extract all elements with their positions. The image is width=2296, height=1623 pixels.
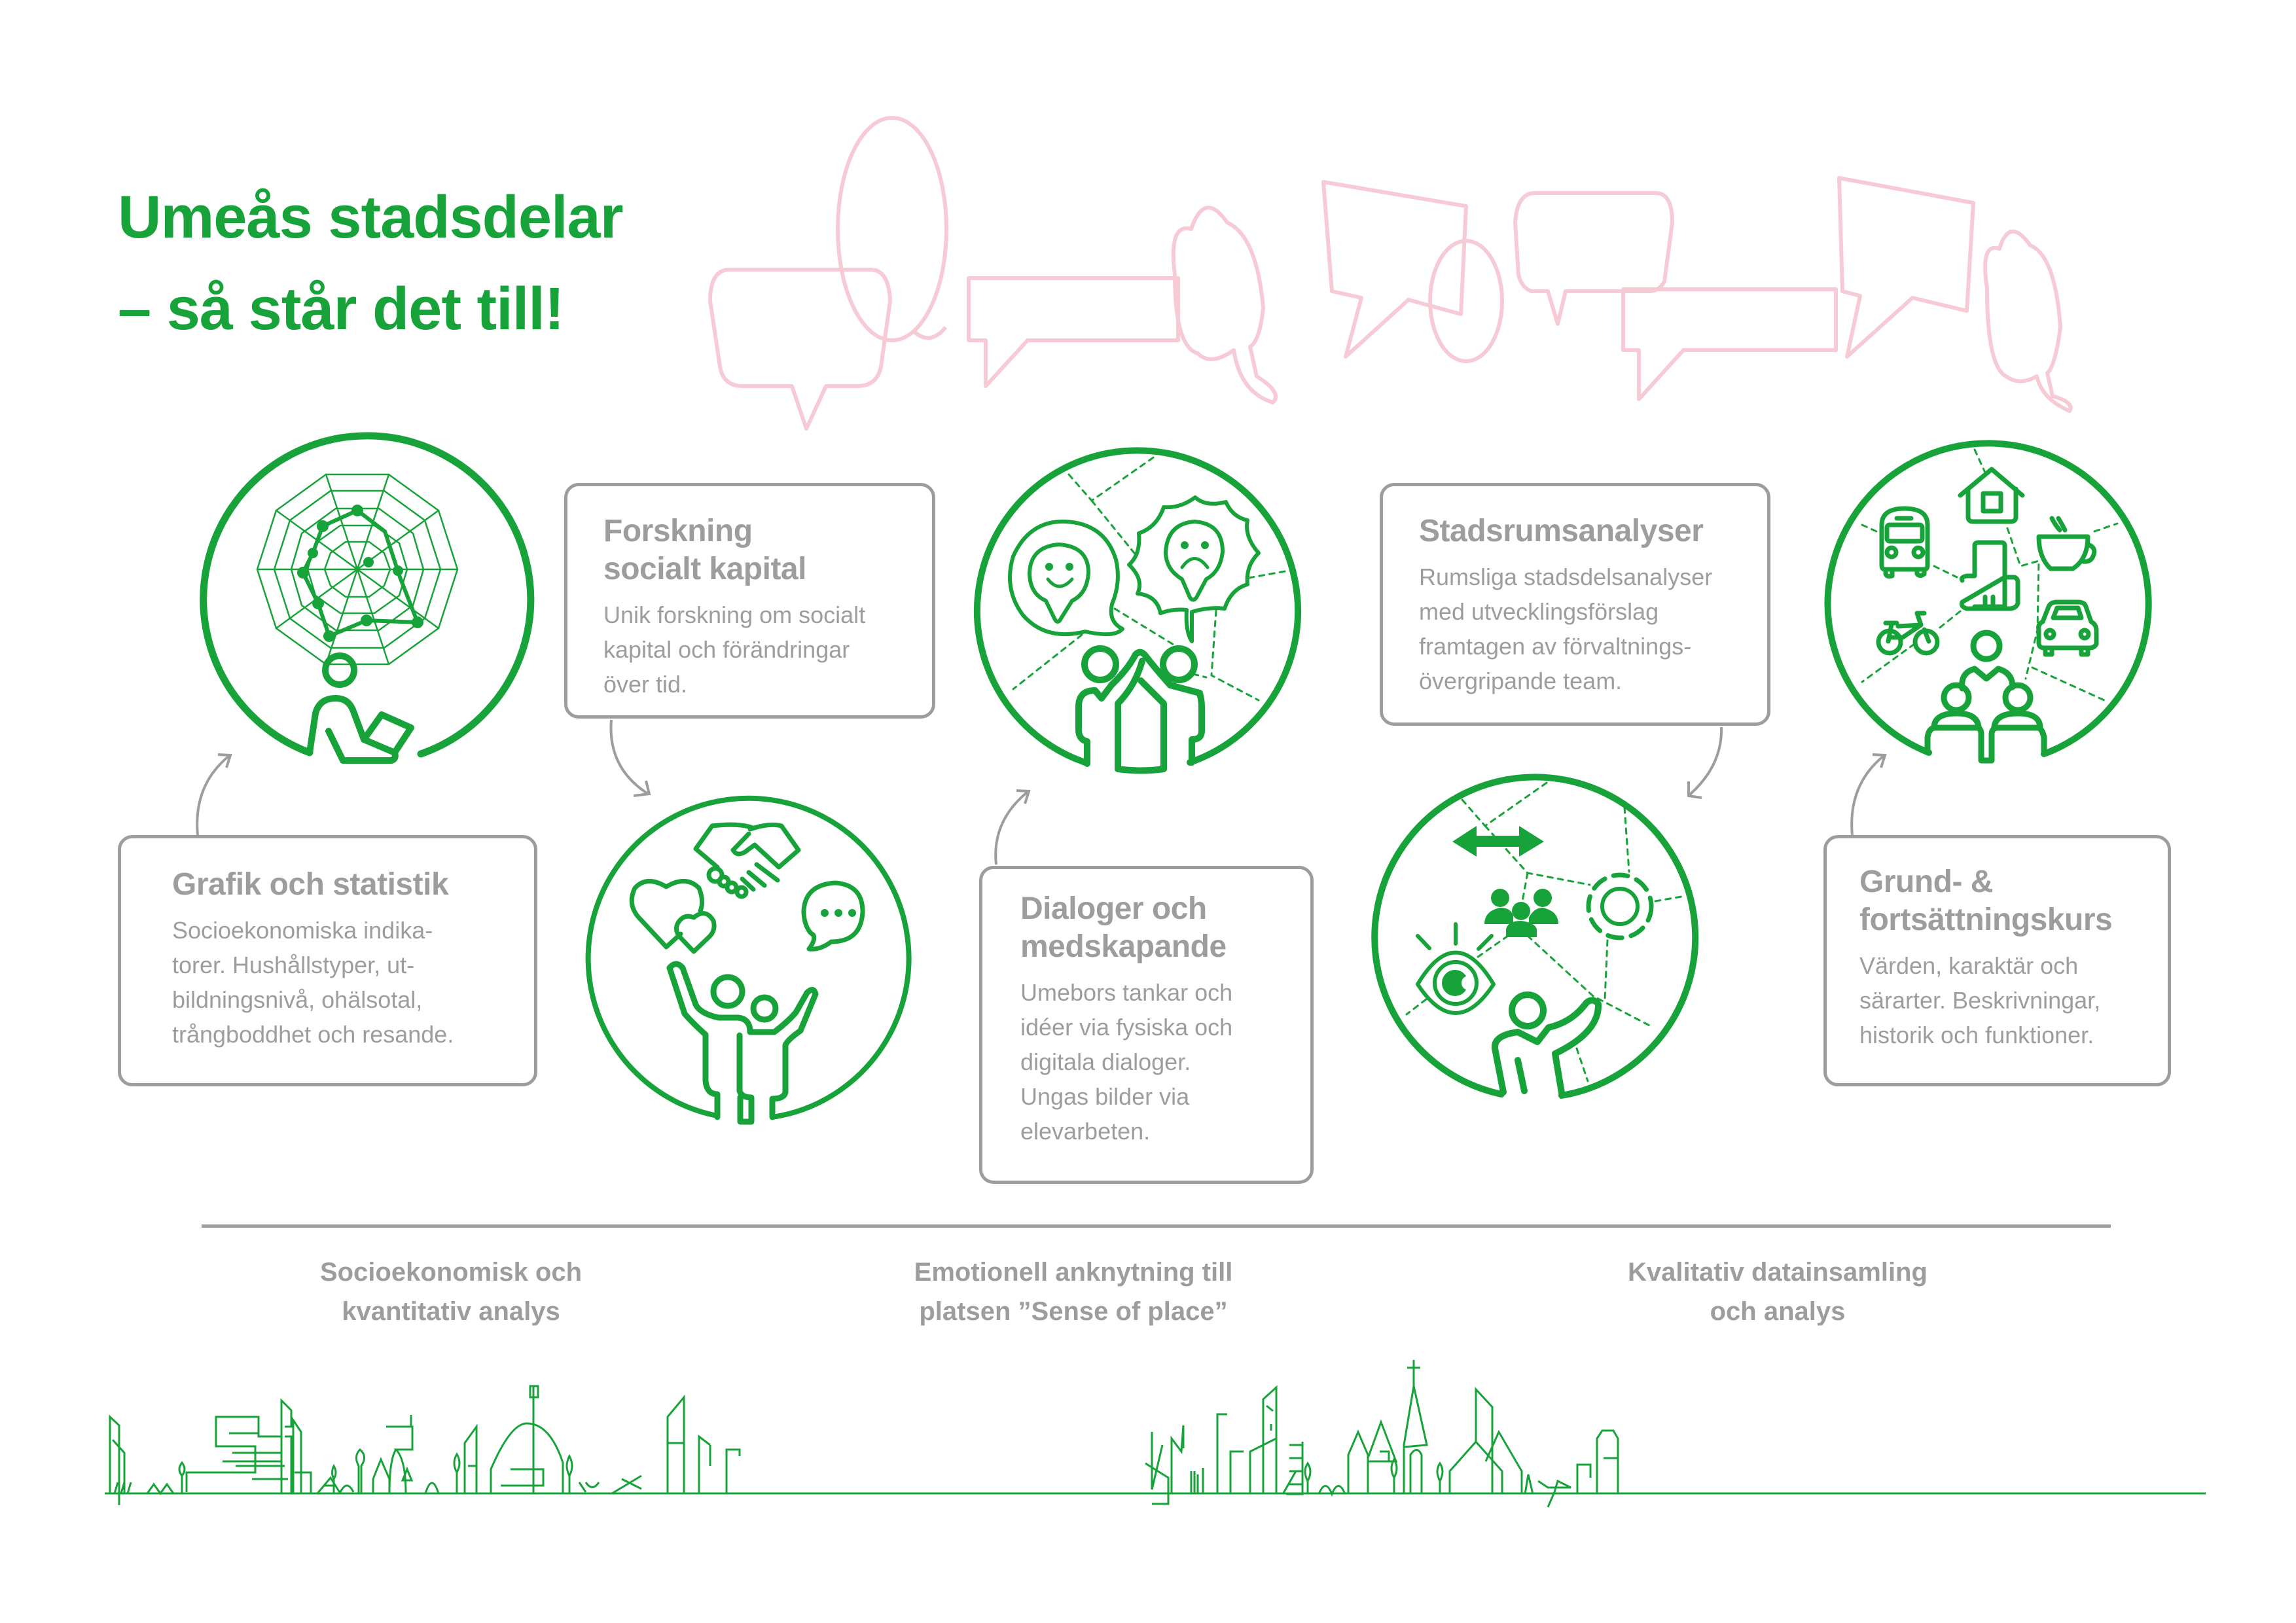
speech-bubble-icon <box>1983 229 2073 413</box>
card-body: Socioekonomiska indika- torer. Hushållst… <box>172 917 454 1048</box>
title-line-1: Umeås stadsdelar <box>118 184 624 251</box>
speech-bubble-icon <box>1321 180 1468 359</box>
info-card-forskning-socialt-kapital: Forskning socialt kapital Unik forskning… <box>564 483 935 719</box>
radar-chart-person-laptop-icon <box>200 432 535 764</box>
speech-bubbles-decoration <box>708 116 2073 431</box>
speech-bubble-icon <box>1621 287 1838 401</box>
category-label-kvalitativ: Kvalitativ datainsamling och analys <box>1628 1258 1928 1326</box>
arrow-icon <box>1850 753 1887 836</box>
category-label-socioekonomisk: Socioekonomisk och kvantitativ analys <box>319 1258 583 1326</box>
card-title: Dialoger och medskapande <box>1020 891 1227 964</box>
speech-bubble-icon <box>1513 191 1674 326</box>
handshake-hearts-people-icon <box>585 795 912 1125</box>
card-title: Forskning socialt kapital <box>603 514 806 586</box>
arrow-icon <box>196 753 232 836</box>
card-body: Värden, karaktär och särarter. Beskrivni… <box>1859 952 2101 1048</box>
category-label-emotionell: Emotionell anknytning till platsen ”Sens… <box>914 1258 1233 1326</box>
card-body: Rumsliga stadsdelsanalyser med utvecklin… <box>1419 563 1713 694</box>
title-line-2: – så står det till! <box>118 276 564 342</box>
info-card-stadsrumsanalyser: Stadsrumsanalyser Rumsliga stadsdelsanal… <box>1380 483 1770 726</box>
arrow-icon <box>1687 726 1723 799</box>
info-card-dialoger-och-medskapande: Dialoger och medskapande Umebors tankar … <box>979 866 1314 1184</box>
speech-bubble-icon <box>1428 239 1504 363</box>
city-services-people-icon <box>1824 440 2152 764</box>
info-card-grund-och-fortsattningskurs: Grund- & fortsättningskurs Värden, karak… <box>1823 835 2171 1086</box>
section-divider <box>202 1224 2111 1228</box>
card-body: Unik forskning om socialt kapital och fö… <box>603 601 866 698</box>
speech-bubble-icon <box>1171 205 1278 404</box>
speech-bubble-icon <box>708 268 892 431</box>
page-title: Umeås stadsdelar – så står det till! <box>118 171 624 355</box>
card-body: Umebors tankar och idéer via fysiska och… <box>1020 979 1233 1145</box>
arrow-icon <box>609 719 651 797</box>
card-title: Grund- & fortsättningskurs <box>1859 865 2113 937</box>
card-title: Grafik och statistik <box>172 867 449 902</box>
happy-sad-pins-people-icon <box>974 447 1301 774</box>
speech-bubble-icon <box>967 276 1180 388</box>
speech-bubble-icon <box>836 116 948 342</box>
city-skyline-illustration <box>105 1360 2206 1508</box>
info-card-grafik-och-statistik: Grafik och statistik Socioekonomiska ind… <box>118 835 537 1086</box>
card-title: Stadsrumsanalyser <box>1419 514 1704 548</box>
speech-bubble-icon <box>1837 176 1975 359</box>
arrow-icon <box>994 789 1031 865</box>
eye-group-map-person-icon <box>1371 774 1699 1099</box>
